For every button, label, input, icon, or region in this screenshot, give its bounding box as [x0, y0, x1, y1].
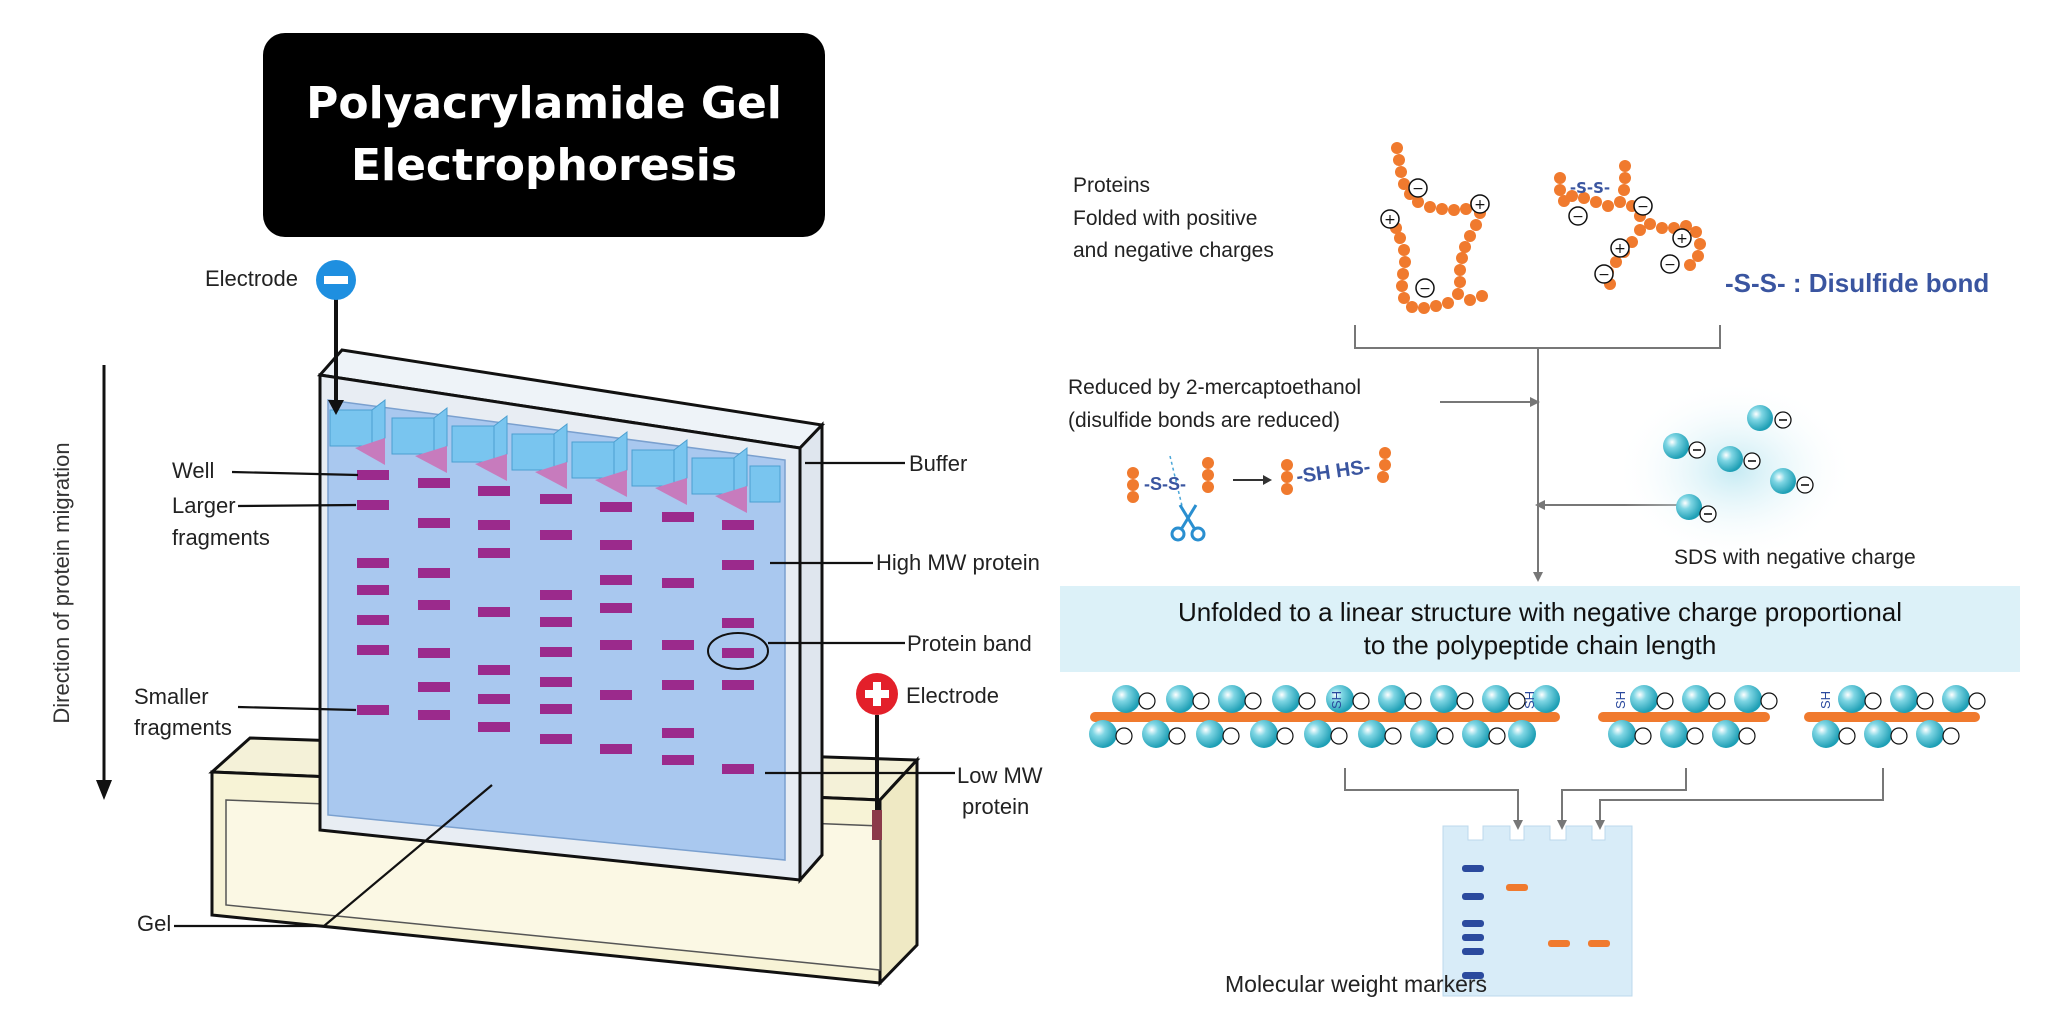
- linear-complexes: [1089, 685, 1986, 748]
- down-arrow-icon: [96, 365, 112, 800]
- unfolded-text-2: to the polypeptide chain length: [1363, 630, 1717, 660]
- flow-arrowheads: [1513, 397, 1605, 830]
- unfolded-text-1: Unfolded to a linear structure with nega…: [1177, 597, 1903, 627]
- svg-text:−: −: [1664, 257, 1676, 273]
- molecular-weight-markers: [1462, 865, 1484, 979]
- low-mw-label-1: Low MW: [957, 763, 1043, 788]
- high-mw-label: High MW protein: [876, 550, 1040, 575]
- minus-electrode-icon: [316, 260, 356, 415]
- electrode-top-label: Electrode: [205, 266, 298, 291]
- svg-text:−: −: [1412, 181, 1424, 197]
- sh-tag-4: SH: [1818, 690, 1834, 710]
- well-label: Well: [172, 458, 215, 483]
- sh-tag-1: SH: [1329, 690, 1345, 710]
- svg-text:+: +: [1614, 241, 1626, 257]
- svg-text:−: −: [1419, 281, 1431, 297]
- svg-text:−: −: [1572, 209, 1584, 225]
- sh-tag-2: SH: [1522, 690, 1538, 710]
- proteins-label-2: Folded with positive: [1073, 207, 1258, 230]
- disulfide-legend: -S-S- : Disulfide bond: [1725, 268, 1990, 298]
- svg-text:+: +: [1676, 231, 1688, 247]
- svg-text:+: +: [1474, 197, 1486, 213]
- ss-bond-label: -S-S-: [1144, 474, 1186, 494]
- svg-text:−: −: [1637, 199, 1649, 215]
- svg-text:+: +: [1384, 212, 1396, 228]
- markers-label: Molecular weight markers: [1225, 971, 1488, 997]
- smaller-fragments-label-1: Smaller: [134, 684, 209, 709]
- gel-label: Gel: [137, 911, 172, 936]
- title-line-2: Electrophoresis: [350, 140, 738, 191]
- proteins-label-1: Proteins: [1073, 174, 1151, 197]
- svg-text:-S-S-: -S-S-: [1570, 179, 1610, 197]
- protein-band-highlight: [707, 632, 769, 670]
- protein-charges: − + + − − − + + − − -S-S-: [1380, 178, 1692, 298]
- low-mw-label-2: protein: [962, 794, 1030, 819]
- larger-fragments-label-2: fragments: [172, 525, 270, 550]
- reduction-illustration: [1127, 447, 1391, 511]
- sds-molecules: [1615, 380, 1855, 560]
- buffer-label: Buffer: [909, 451, 968, 476]
- sample-bands: [1506, 884, 1610, 947]
- folded-protein-1: [1386, 142, 1488, 314]
- sds-label: SDS with negative charge: [1674, 546, 1916, 569]
- leader-lines: [174, 461, 955, 928]
- reduced-label-1: Reduced by 2-mercaptoethanol: [1068, 376, 1362, 399]
- sh-tag-3: SH: [1613, 690, 1629, 710]
- reduced-label-2: (disulfide bonds are reduced): [1068, 409, 1340, 432]
- title-box: Polyacrylamide Gel Electrophoresis: [263, 33, 825, 237]
- scissors-icon: [1170, 504, 1206, 542]
- electrode-bottom-label: Electrode: [906, 683, 999, 708]
- title-line-1: Polyacrylamide Gel: [306, 78, 782, 129]
- protein-band-label: Protein band: [907, 631, 1032, 656]
- svg-text:−: −: [1598, 267, 1610, 283]
- proteins-label-3: and negative charges: [1073, 239, 1274, 262]
- larger-fragments-label-1: Larger: [172, 493, 236, 518]
- unfolded-banner: Unfolded to a linear structure with nega…: [1060, 586, 2020, 672]
- marker-gel: [1442, 825, 1633, 997]
- protein-bands: [357, 470, 754, 774]
- smaller-fragments-label-2: fragments: [134, 715, 232, 740]
